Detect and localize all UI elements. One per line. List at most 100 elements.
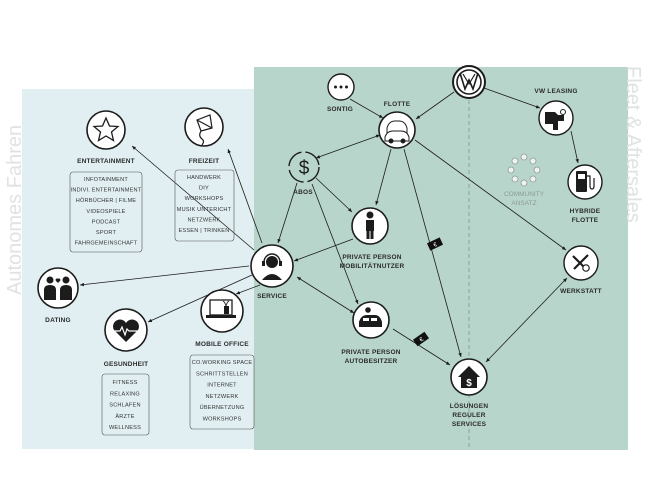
werkstatt-node[interactable]: WERKSTATT xyxy=(560,245,602,295)
mobile-office-node[interactable]: MOBILE OFFICE CO.WORKING SPACE SCHRITTSTE… xyxy=(189,289,255,430)
edge-leasing-hybride xyxy=(570,130,579,164)
freizeit-node[interactable]: FREIZEIT HANDWERK DIY WORKSHOPS MUSIK UNTER… xyxy=(174,107,235,242)
edge-abos-privatmob xyxy=(315,177,353,213)
freizeit-list-box xyxy=(174,169,235,242)
gesundheit-list-item: ÄRZTE xyxy=(115,413,134,420)
dating-label: DATING xyxy=(45,317,71,324)
entertainment-list-item: VIDEOSPIELE xyxy=(86,209,125,215)
freizeit-list: HANDWERK DIY WORKSHOPS MUSIK UNTERICHT NETZW… xyxy=(177,175,232,234)
vw-leasing-label: VW LEASING xyxy=(534,88,577,95)
community-label-2: ANSATZ xyxy=(511,200,536,207)
private-person-auto-label-1: PRIVATE PERSON xyxy=(341,349,400,356)
loesungen-node[interactable]: $ LÖSUNGEN REGULER SERVICES xyxy=(450,358,489,428)
community-node: COMMUNITY ANSATZ xyxy=(504,153,545,207)
private-person-mob-node[interactable]: PRIVATE PERSON MOBILITÄTNUTZER xyxy=(340,207,405,270)
freizeit-list-item: MUSIK UNTERICHT xyxy=(177,207,232,213)
freizeit-list-item: NETZWERK xyxy=(188,217,221,223)
edge-service-freizeit xyxy=(227,148,263,244)
entertainment-list-item: SPORT xyxy=(96,230,117,236)
flotte-node[interactable]: FLOTTE xyxy=(378,101,416,149)
entertainment-list-item: HÖRBÜCHER | FILME xyxy=(76,197,137,204)
edge-service-mobileoffice xyxy=(235,284,261,295)
private-person-mob-label-2: MOBILITÄTNUTZER xyxy=(340,262,405,270)
kite-icon xyxy=(196,114,213,146)
svg-text:€: € xyxy=(433,242,439,249)
gesundheit-node[interactable]: GESUNDHEIT FITNESSRELAXINGSCHLAFENÄRZTEW… xyxy=(101,308,150,436)
mobile-office-list-item: SCHRITTSTELLEN xyxy=(196,371,248,377)
laptop-icon xyxy=(206,299,236,318)
entertainment-list-item: FAHRGEMEINSCHAFT xyxy=(75,241,138,247)
community-label-1: COMMUNITY xyxy=(504,191,545,198)
edge-privatauto-service xyxy=(296,276,355,314)
vw-logo-icon xyxy=(456,69,482,95)
money-note-icon: € xyxy=(426,237,444,251)
star-icon xyxy=(92,116,120,142)
flotte-label: FLOTTE xyxy=(384,101,411,108)
edge-vw-flotte xyxy=(415,91,455,120)
mobile-office-list-item: NETZWERK xyxy=(206,394,239,400)
loesungen-label-2: REGULER xyxy=(452,412,485,419)
freizeit-list-item: DIY xyxy=(199,186,209,192)
vw-node[interactable] xyxy=(452,65,486,99)
fuel-pump-icon xyxy=(576,171,595,192)
edge-flotte-werkstatt xyxy=(414,139,567,251)
dollar-cycle-icon: $ xyxy=(288,151,320,183)
freizeit-list-item: HANDWERK xyxy=(187,175,221,181)
couple-heart-icon xyxy=(44,276,72,300)
svg-text:€: € xyxy=(419,336,426,343)
hybride-node[interactable]: HYBRIDE FLOTTE xyxy=(567,164,603,224)
cars-icon xyxy=(384,120,410,144)
werkstatt-label: WERKSTATT xyxy=(560,288,602,295)
gesundheit-label: GESUNDHEIT xyxy=(104,361,149,368)
entertainment-list-item: PODCAST xyxy=(92,219,121,225)
sontig-node[interactable]: SONTIG xyxy=(327,73,355,113)
loesungen-label-3: SERVICES xyxy=(452,421,487,428)
freizeit-list-item: ESSEN | TRINKEN xyxy=(179,228,230,234)
community-ring-icon xyxy=(507,153,541,187)
hybride-label-1: HYBRIDE xyxy=(570,208,601,215)
entertainment-list-item: INFOTAINMENT xyxy=(84,177,128,183)
dating-node[interactable]: DATING xyxy=(37,267,79,324)
gesundheit-list-item: WELLNESS xyxy=(109,425,141,431)
person-car-icon xyxy=(359,307,382,327)
edge-privatauto-loesungen xyxy=(392,328,451,366)
mobile-office-label: MOBILE OFFICE xyxy=(195,341,249,348)
entertainment-label: ENTERTAINMENT xyxy=(77,158,135,165)
mobile-office-list: CO.WORKING SPACE SCHRITTSTELLEN INTERNET NE… xyxy=(192,360,253,423)
person-icon xyxy=(366,211,374,239)
freizeit-list-item: WORKSHOPS xyxy=(185,196,224,202)
edge-sontig-flotte xyxy=(349,98,384,119)
private-person-auto-node[interactable]: PRIVATE PERSON AUTOBESITZER xyxy=(341,301,401,365)
edge-abos-service xyxy=(277,182,298,244)
house-dollar-icon: $ xyxy=(458,366,480,389)
vw-leasing-node[interactable]: VW LEASING xyxy=(534,88,577,136)
private-person-mob-label-1: PRIVATE PERSON xyxy=(342,254,401,261)
svg-text:$: $ xyxy=(466,378,472,389)
gesundheit-list-item: FITNESS xyxy=(112,380,137,386)
gesundheit-list-item: RELAXING xyxy=(110,391,140,397)
edge-abos-flotte xyxy=(315,134,381,159)
edge-werkstatt-loesungen xyxy=(485,277,568,363)
zone-title-fleet: Fleet & Aftersales xyxy=(622,66,644,223)
edge-flotte-privatmob xyxy=(375,148,392,206)
abos-node[interactable]: $ ABOS xyxy=(288,151,320,196)
mobile-office-list-item: CO.WORKING SPACE xyxy=(192,360,253,366)
zone-title-autonomous: Autonomes Fahren xyxy=(4,125,26,295)
edge-service-entertainment xyxy=(131,145,255,251)
hybride-label-2: FLOTTE xyxy=(572,217,599,224)
mobile-office-list-item: INTERNET xyxy=(207,383,237,389)
money-note-icon: € xyxy=(412,331,430,347)
mobile-office-list-item: WORKSHOPS xyxy=(203,417,242,423)
svg-text:$: $ xyxy=(299,158,310,179)
edge-privatmob-service xyxy=(293,238,354,262)
hand-car-icon xyxy=(545,109,566,130)
freizeit-label: FREIZEIT xyxy=(189,158,220,165)
edge-flotte-loesungen xyxy=(403,148,462,358)
service-node[interactable]: SERVICE xyxy=(250,244,294,300)
loesungen-label-1: LÖSUNGEN xyxy=(450,401,489,410)
mobile-office-list-box xyxy=(189,354,255,430)
